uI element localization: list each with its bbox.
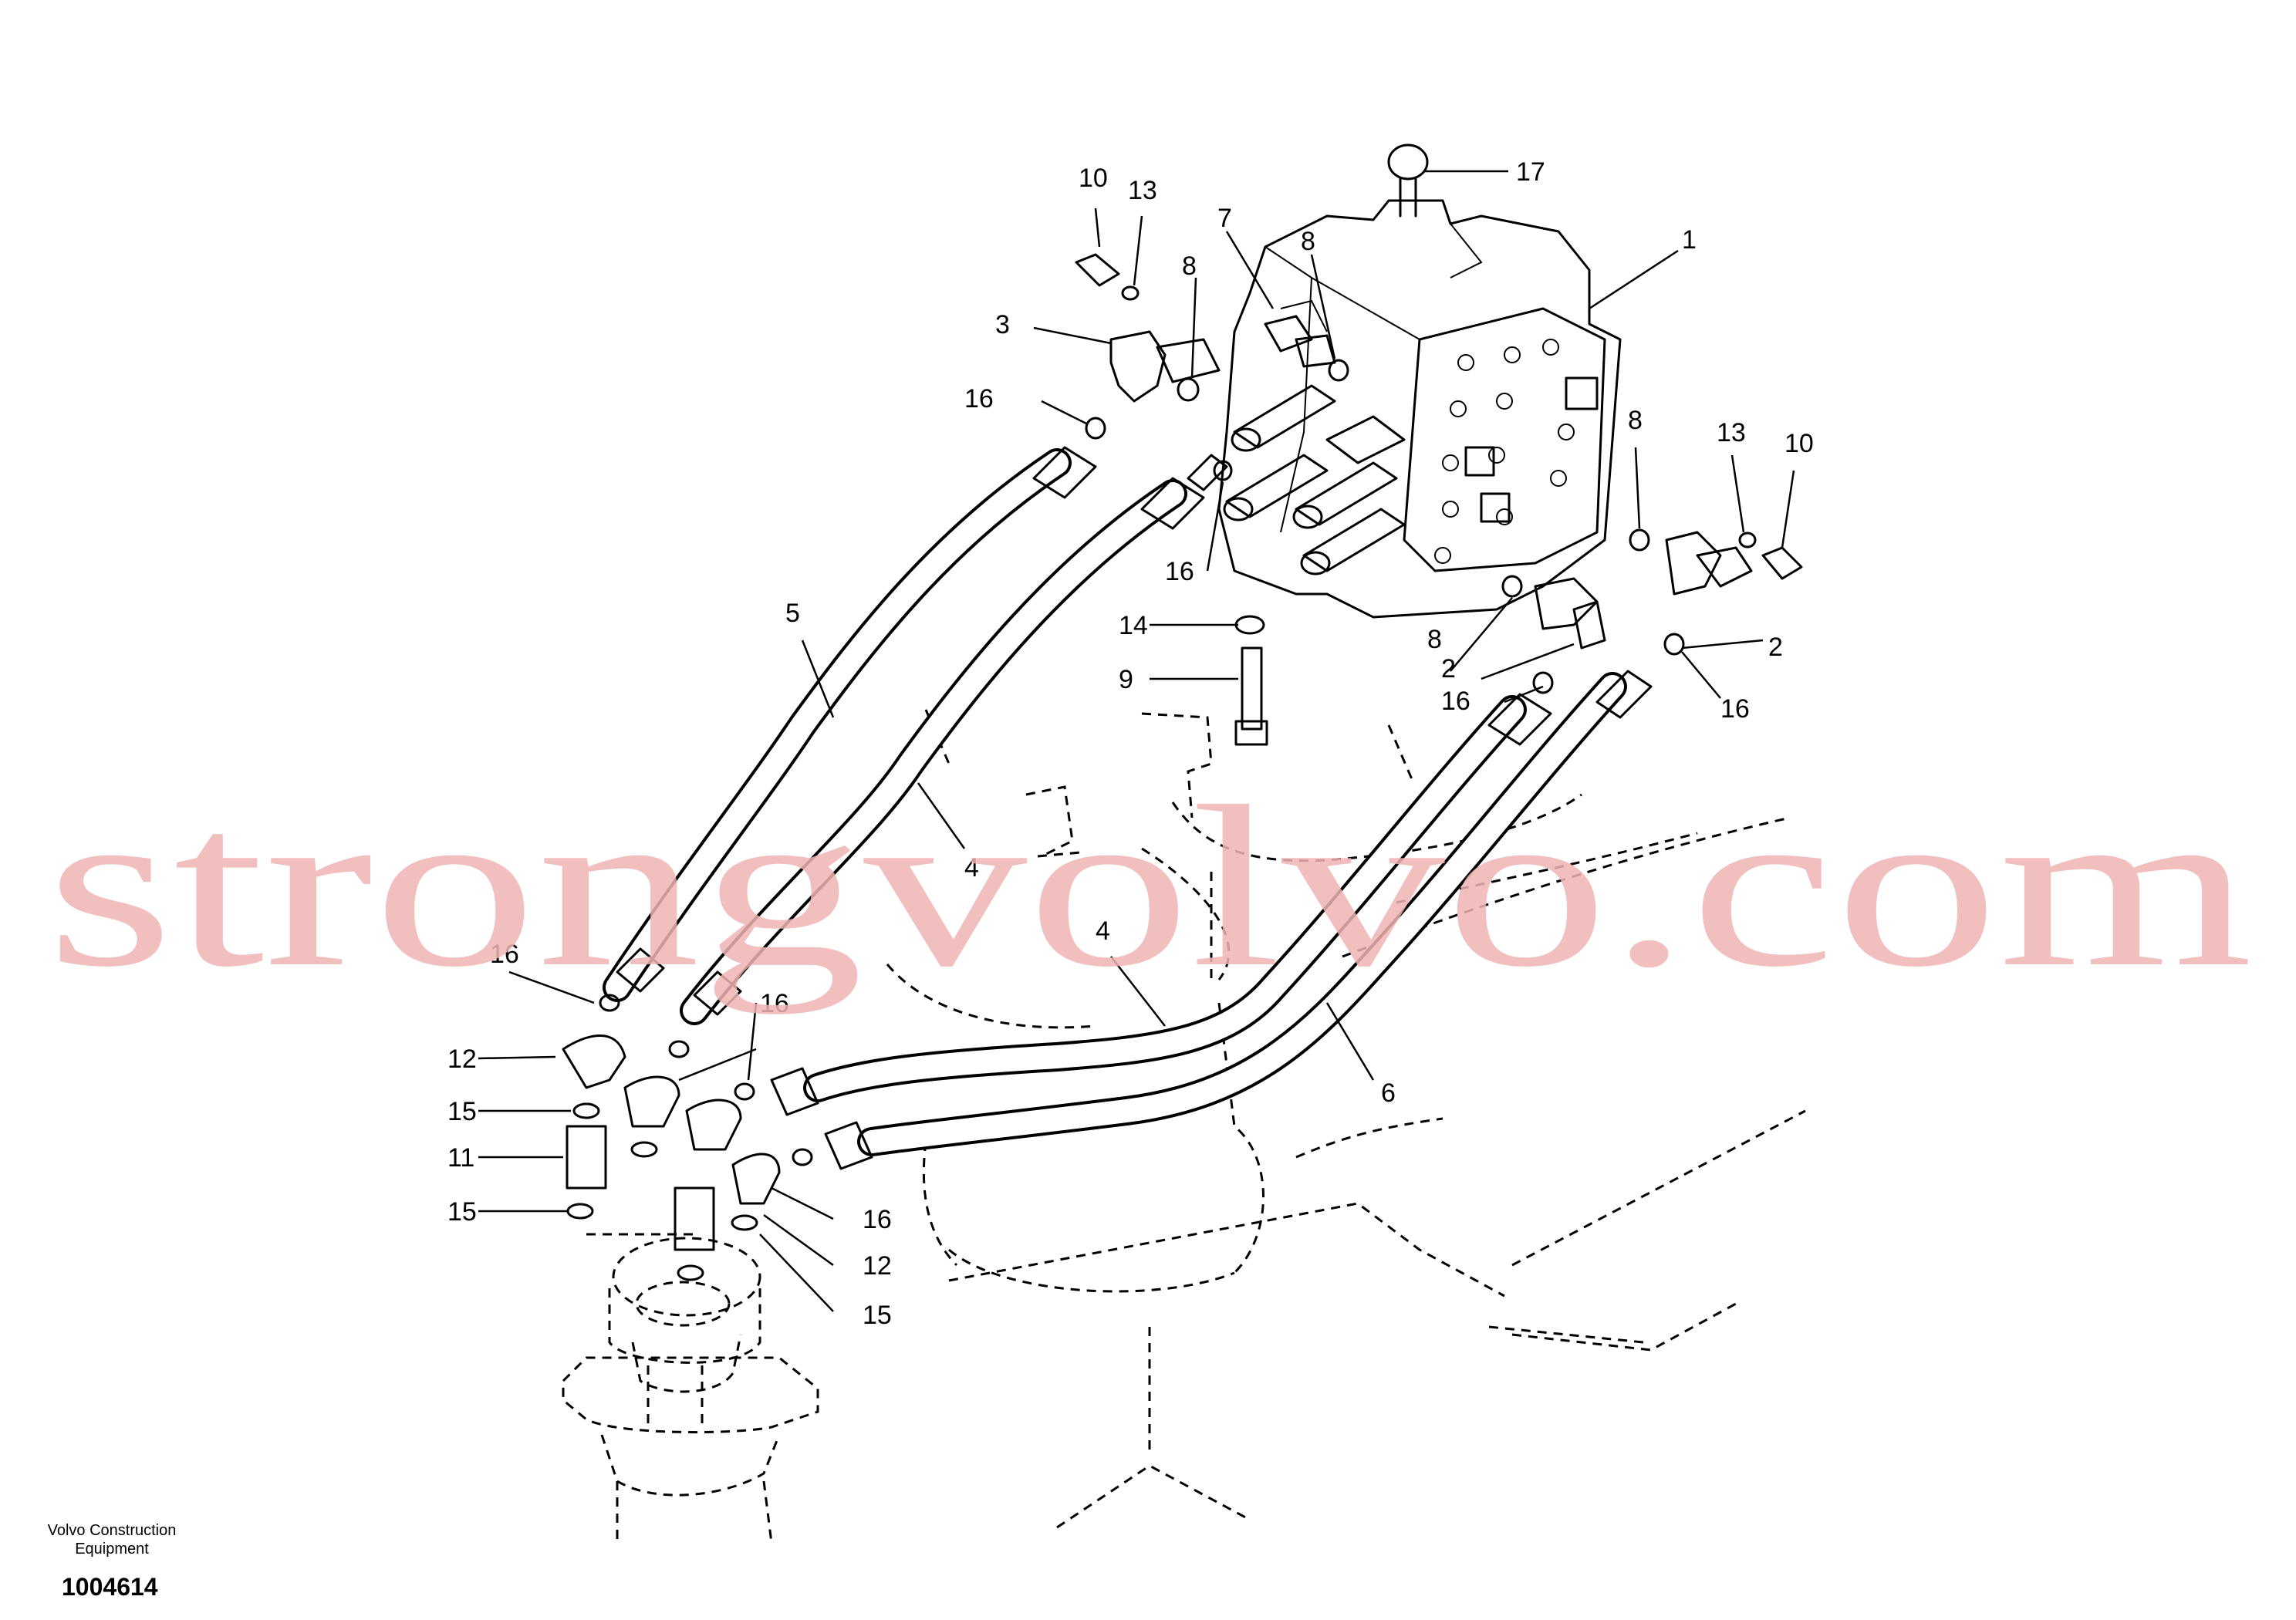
hose-fittings bbox=[616, 446, 1653, 1170]
callout-17: 17 bbox=[1516, 157, 1545, 187]
hose-6 bbox=[857, 672, 1627, 1156]
callout-5: 5 bbox=[785, 599, 800, 628]
callout-8-top: 8 bbox=[1301, 227, 1315, 256]
valve-spools bbox=[1223, 384, 1406, 575]
callout-13-left: 13 bbox=[1128, 176, 1157, 205]
callout-15-mid: 15 bbox=[447, 1197, 477, 1227]
callout-4-upper: 4 bbox=[964, 853, 979, 883]
swivel-joint bbox=[562, 1233, 819, 1544]
fittings bbox=[562, 253, 1803, 1281]
callout-8-lower: 8 bbox=[1427, 625, 1442, 654]
callout-13-right: 13 bbox=[1717, 418, 1746, 447]
callout-15-bottom: 15 bbox=[863, 1301, 892, 1330]
manufacturer-line-2: Equipment bbox=[75, 1541, 149, 1558]
callout-6: 6 bbox=[1381, 1078, 1396, 1108]
callout-11: 11 bbox=[447, 1143, 474, 1173]
callout-4-lower: 4 bbox=[1096, 916, 1110, 946]
callout-7: 7 bbox=[1217, 204, 1232, 233]
callout-16-swivel-mid: 16 bbox=[760, 989, 789, 1018]
callout-8-left: 8 bbox=[1182, 251, 1197, 281]
callout-16-swivel-right: 16 bbox=[863, 1205, 892, 1234]
callout-1: 1 bbox=[1682, 225, 1697, 255]
callout-2-right: 2 bbox=[1768, 633, 1783, 662]
valve-ports bbox=[1434, 339, 1599, 564]
callout-12-left: 12 bbox=[447, 1045, 477, 1074]
callout-labels: 17 1 10 13 7 8 8 3 16 16 8 13 10 5 14 9 … bbox=[447, 157, 1814, 1330]
watermark-text: strongvolvo.com bbox=[46, 758, 2253, 1015]
callout-14: 14 bbox=[1119, 611, 1148, 640]
callout-12-right: 12 bbox=[863, 1251, 892, 1281]
hose-4-upper bbox=[680, 479, 1187, 1025]
callout-10-right: 10 bbox=[1784, 429, 1814, 458]
callout-10-left: 10 bbox=[1079, 164, 1108, 193]
callout-9: 9 bbox=[1119, 665, 1133, 694]
callout-15-top: 15 bbox=[447, 1097, 477, 1126]
document-number: 1004614 bbox=[62, 1573, 158, 1601]
callout-16-center: 16 bbox=[1165, 557, 1194, 586]
leader-lines bbox=[478, 170, 1795, 1312]
hose-5 bbox=[603, 448, 1072, 1002]
control-valve bbox=[1217, 143, 1622, 619]
callout-16-left-top: 16 bbox=[964, 384, 994, 413]
callout-3: 3 bbox=[995, 310, 1010, 339]
callout-16-lower-left: 16 bbox=[1441, 687, 1470, 716]
callout-16-swivel-left: 16 bbox=[490, 940, 519, 969]
manufacturer-line-1: Volvo Construction bbox=[48, 1522, 177, 1539]
hose-4-lower bbox=[803, 695, 1527, 1102]
callout-16-lower-right: 16 bbox=[1720, 694, 1750, 724]
background-frame bbox=[886, 709, 1806, 1529]
callout-2-left: 2 bbox=[1441, 654, 1456, 683]
callout-8-right: 8 bbox=[1628, 406, 1643, 435]
